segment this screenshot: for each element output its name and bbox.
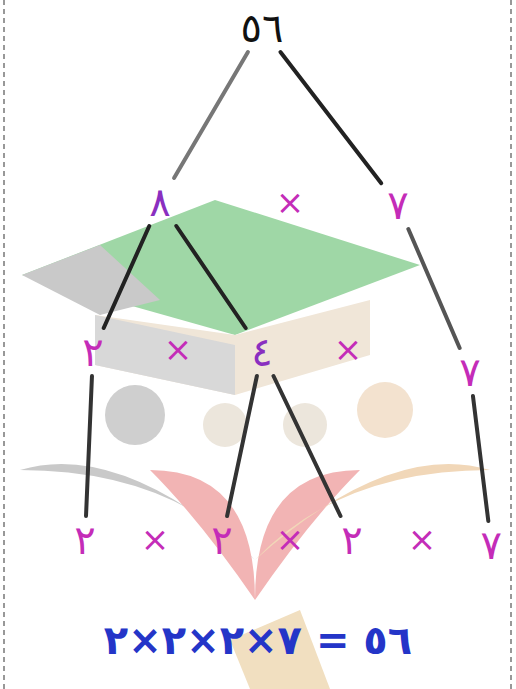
tree-branch — [176, 226, 245, 328]
times-sign: × — [408, 521, 437, 558]
factor-number: ٧ — [459, 350, 480, 394]
factor-node: ٥٦ — [235, 4, 290, 52]
figure-arm — [255, 464, 490, 560]
factor-node: ٧ — [475, 521, 508, 569]
cap-shade — [22, 245, 160, 315]
tree-branch — [273, 376, 340, 516]
tree-branch — [473, 396, 488, 521]
figure-head — [357, 382, 413, 438]
factor-number: ٧ — [481, 523, 502, 567]
times-sign: × — [276, 521, 305, 558]
times-sign: × — [334, 331, 363, 368]
dashed-border — [510, 0, 512, 689]
factor-number: ٢ — [82, 330, 103, 374]
cap-side — [95, 315, 235, 395]
factor-number: ٥٦ — [241, 6, 284, 50]
tree-branch — [280, 52, 381, 183]
tree-branch — [86, 376, 92, 516]
times-sign: × — [164, 331, 193, 368]
factor-node: ٢ — [68, 516, 101, 564]
factor-number: ٢ — [211, 518, 232, 562]
tree-branch — [227, 376, 257, 516]
factor-node: ٧ — [381, 181, 414, 229]
factor-node: ٢ — [76, 328, 109, 376]
factor-number: ٤ — [251, 330, 272, 374]
times-sign: × — [276, 184, 305, 221]
tree-branch — [408, 229, 459, 348]
factor-node: ٤ — [245, 328, 278, 376]
factor-node: ٢ — [335, 516, 368, 564]
factor-node: ٧ — [453, 348, 486, 396]
figure-head — [105, 385, 165, 445]
equation-text: ٢×٢×٢×٧ = ٥٦ — [104, 618, 412, 662]
tree-branch — [104, 226, 150, 328]
factor-number: ٢ — [74, 518, 95, 562]
cap-band — [95, 300, 370, 395]
times-sign: × — [141, 521, 170, 558]
factor-node: ٢ — [205, 516, 238, 564]
figure-head — [203, 403, 247, 447]
factor-number: ٨ — [149, 180, 170, 224]
dashed-border — [3, 0, 5, 689]
factor-number: ٢ — [341, 518, 362, 562]
factor-node: ٨ — [143, 178, 176, 226]
tree-branch — [174, 52, 248, 178]
factor-number: ٧ — [387, 183, 408, 227]
